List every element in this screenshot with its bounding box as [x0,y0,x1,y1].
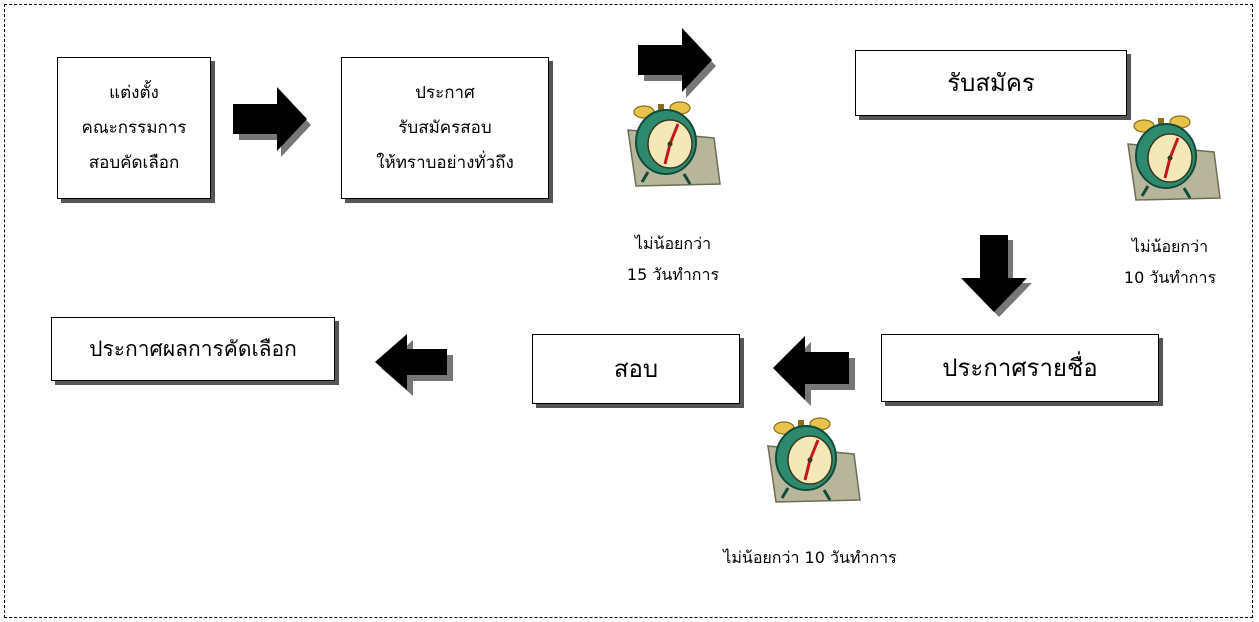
step-appoint-line-2: คณะกรรมการ [81,117,187,138]
step-appoint-committee: แต่งตั้ง คณะกรรมการ สอบคัดเลือก [57,57,211,199]
step-application-label: รับสมัคร [947,69,1035,97]
arrow-left-icon [375,334,453,396]
step-application: รับสมัคร [855,50,1127,116]
step-appoint-line-3: สอบคัดเลือก [88,152,180,173]
step-announce-application-line-2: รับสมัครสอบ [398,117,492,138]
arrow-down-icon [961,235,1032,317]
step-announce-application-line-1: ประกาศ [415,82,475,103]
arrow-right-icon [638,28,716,98]
step-announce-names: ประกาศรายชื่อ [881,334,1159,402]
step-appoint-line-1: แต่งตั้ง [109,82,159,103]
diagram-frame [4,4,1253,618]
alarm-clock-icon [1127,115,1221,201]
step-exam: สอบ [532,334,740,404]
duration-note-10-days-application: ไม่น้อยกว่า 10 วันทำการ [1095,231,1245,293]
step-exam-label: สอบ [613,355,659,383]
step-announce-names-label: ประกาศรายชื่อ [942,354,1098,382]
step-announce-application: ประกาศ รับสมัครสอบ ให้ทราบอย่างทั่วถึง [341,57,549,199]
duration-note-15-days: ไม่น้อยกว่า 15 วันทำการ [598,228,748,290]
alarm-clock-icon [627,101,721,187]
step-announce-results: ประกาศผลการคัดเลือก [51,317,335,381]
duration-note-10-days-names: ไม่น้อยกว่า 10 วันทำการ [680,542,940,573]
duration-note-10a-line-2: 10 วันทำการ [1123,268,1217,287]
alarm-clock-icon [767,417,861,503]
duration-note-10a-line-1: ไม่น้อยกว่า [1131,237,1209,256]
duration-note-10b-line: ไม่น้อยกว่า 10 วันทำการ [723,548,897,567]
arrow-left-icon [773,336,855,406]
step-announce-application-line-3: ให้ทราบอย่างทั่วถึง [376,152,514,173]
duration-note-15-line-2: 15 วันทำการ [626,265,720,284]
arrow-right-icon [233,87,311,157]
duration-note-15-line-1: ไม่น้อยกว่า [634,234,712,253]
step-announce-results-label: ประกาศผลการคัดเลือก [89,337,297,361]
